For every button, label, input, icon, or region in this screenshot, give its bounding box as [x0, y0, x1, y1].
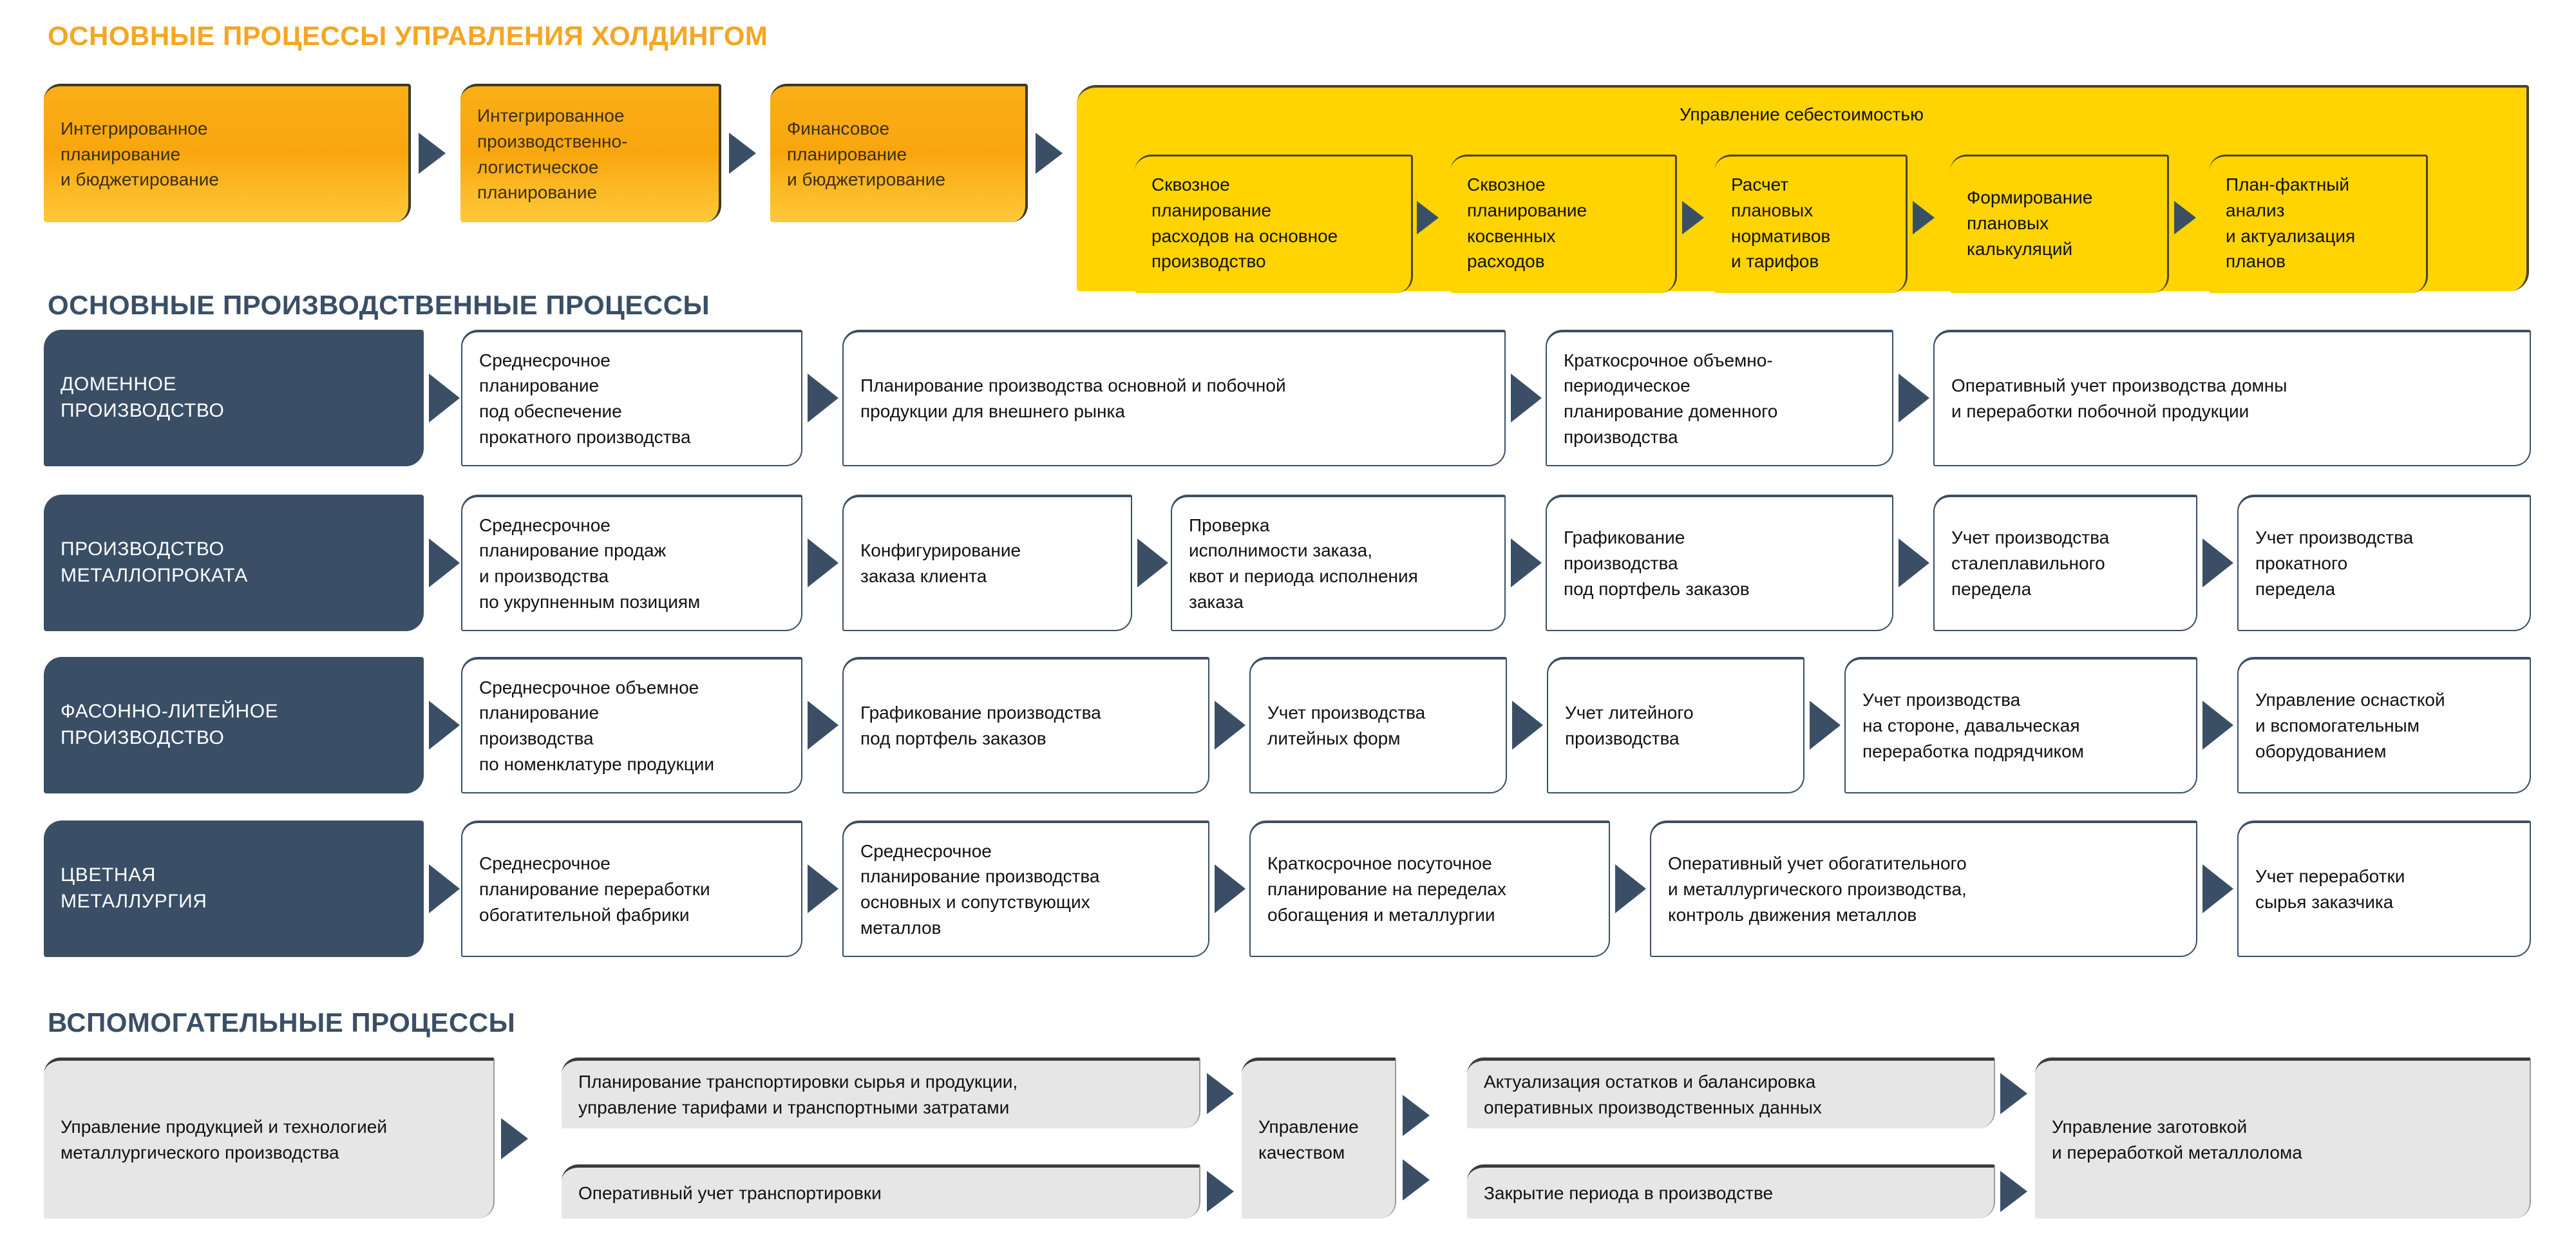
arrow-right-icon: [429, 538, 460, 587]
production-row-label-3: ФАСОННО-ЛИТЕЙНОЕ ПРОИЗВОДСТВО: [44, 657, 424, 793]
production-step-1-4[interactable]: Оперативный учет производства домны и пе…: [1933, 330, 2531, 466]
production-step-3-3[interactable]: Учет производства литейных форм: [1249, 657, 1507, 793]
arrow-right-icon: [1810, 701, 1841, 750]
arrow-right-icon: [808, 374, 838, 422]
production-step-2-1[interactable]: Среднесрочное планирование продаж и прои…: [461, 495, 802, 631]
auxiliary-box-7[interactable]: Управление заготовкой и переработкой мет…: [2035, 1058, 2531, 1219]
production-row-label-1: ДОМЕННОЕ ПРОИЗВОДСТВО: [44, 330, 424, 466]
arrow-right-icon: [1615, 864, 1646, 913]
production-step-4-5[interactable]: Учет переработки сырья заказчика: [2237, 821, 2531, 957]
arrow-right-icon: [2202, 701, 2233, 750]
arrow-right-icon: [2000, 1171, 2027, 1212]
arrow-right-icon: [1403, 1159, 1430, 1200]
arrow-right-icon: [729, 133, 756, 174]
arrow-right-icon: [1511, 538, 1542, 587]
auxiliary-box-6[interactable]: Закрытие периода в производстве: [1467, 1164, 1995, 1219]
auxiliary-box-5[interactable]: Актуализация остатков и балансировка опе…: [1467, 1058, 1995, 1128]
arrow-right-icon: [1899, 538, 1929, 587]
production-step-2-5[interactable]: Учет производства сталеплавильного перед…: [1933, 495, 2197, 631]
holding-box-3[interactable]: Финансовое планирование и бюджетирование: [770, 84, 1028, 222]
production-step-4-2[interactable]: Среднесрочное планирование производства …: [842, 821, 1209, 957]
arrow-right-icon: [1137, 538, 1168, 587]
arrow-right-icon: [1215, 701, 1245, 750]
production-step-2-6[interactable]: Учет производства прокатного передела: [2237, 495, 2531, 631]
production-step-2-2[interactable]: Конфигурирование заказа клиента: [842, 495, 1132, 631]
section-title-auxiliary: ВСПОМОГАТЕЛЬНЫЕ ПРОЦЕССЫ: [48, 1007, 516, 1038]
arrow-right-icon: [808, 538, 838, 587]
cost-box-2[interactable]: Сквозное планирование косвенных расходов: [1450, 155, 1677, 293]
production-step-3-2[interactable]: Графикование производства под портфель з…: [842, 657, 1209, 793]
production-row-label-4: ЦВЕТНАЯ МЕТАЛЛУРГИЯ: [44, 821, 424, 957]
holding-box-2[interactable]: Интегрированное производственно- логисти…: [460, 84, 721, 222]
production-row-label-2: ПРОИЗВОДСТВО МЕТАЛЛОПРОКАТА: [44, 495, 424, 631]
production-step-3-4[interactable]: Учет литейного производства: [1547, 657, 1804, 793]
arrow-right-icon: [1913, 201, 1935, 234]
arrow-right-icon: [2000, 1073, 2027, 1114]
arrow-right-icon: [1215, 864, 1245, 913]
production-step-3-5[interactable]: Учет производства на стороне, давальческ…: [1844, 657, 2197, 793]
arrow-right-icon: [419, 133, 446, 174]
cost-box-1[interactable]: Сквозное планирование расходов на основн…: [1135, 155, 1413, 293]
arrow-right-icon: [808, 701, 838, 750]
arrow-right-icon: [1512, 701, 1543, 750]
section-title-holding: ОСНОВНЫЕ ПРОЦЕССЫ УПРАВЛЕНИЯ ХОЛДИНГОМ: [48, 21, 768, 51]
auxiliary-box-2[interactable]: Планирование транспортировки сырья и про…: [562, 1058, 1200, 1128]
production-step-3-6[interactable]: Управление оснасткой и вспомогательным о…: [2237, 657, 2531, 793]
arrow-right-icon: [501, 1118, 528, 1159]
arrow-right-icon: [429, 701, 460, 750]
holding-box-1[interactable]: Интегрированное планирование и бюджетиро…: [44, 84, 411, 222]
production-step-1-1[interactable]: Среднесрочное планирование под обеспечен…: [461, 330, 802, 466]
cost-management-title: Управление себестоимостью: [1680, 104, 1924, 124]
arrow-right-icon: [808, 864, 838, 913]
arrow-right-icon: [1403, 1095, 1430, 1136]
arrow-right-icon: [1207, 1171, 1234, 1212]
production-step-4-3[interactable]: Краткосрочное посуточное планирование на…: [1249, 821, 1610, 957]
arrow-right-icon: [2174, 201, 2196, 234]
cost-box-5[interactable]: План-фактный анализ и актуализация плано…: [2209, 155, 2428, 293]
production-step-1-2[interactable]: Планирование производства основной и поб…: [842, 330, 1506, 466]
arrow-right-icon: [1417, 201, 1439, 234]
production-step-3-1[interactable]: Среднесрочное объемное планирование прои…: [461, 657, 802, 793]
arrow-right-icon: [1511, 374, 1542, 422]
auxiliary-box-4[interactable]: Управление качеством: [1242, 1058, 1396, 1219]
auxiliary-box-1[interactable]: Управление продукцией и технологией мета…: [44, 1058, 495, 1219]
production-step-2-4[interactable]: Графикование производства под портфель з…: [1546, 495, 1893, 631]
production-step-4-4[interactable]: Оперативный учет обогатительного и метал…: [1650, 821, 2197, 957]
production-step-4-1[interactable]: Среднесрочное планирование переработки о…: [461, 821, 802, 957]
arrow-right-icon: [2202, 538, 2233, 587]
production-step-2-3[interactable]: Проверка исполнимости заказа, квот и пер…: [1171, 495, 1506, 631]
arrow-right-icon: [1207, 1073, 1234, 1114]
arrow-right-icon: [429, 864, 460, 913]
cost-box-4[interactable]: Формирование плановых калькуляций: [1950, 155, 2169, 293]
production-step-1-3[interactable]: Краткосрочное объемно- периодическое пла…: [1546, 330, 1893, 466]
arrow-right-icon: [1899, 374, 1929, 422]
cost-box-3[interactable]: Расчет плановых нормативов и тарифов: [1714, 155, 1908, 293]
auxiliary-box-3[interactable]: Оперативный учет транспортировки: [562, 1164, 1200, 1219]
arrow-right-icon: [1682, 201, 1704, 234]
arrow-right-icon: [429, 374, 460, 422]
arrow-right-icon: [1036, 133, 1063, 174]
arrow-right-icon: [2202, 864, 2233, 913]
section-title-production: ОСНОВНЫЕ ПРОИЗВОДСТВЕННЫЕ ПРОЦЕССЫ: [48, 290, 710, 320]
